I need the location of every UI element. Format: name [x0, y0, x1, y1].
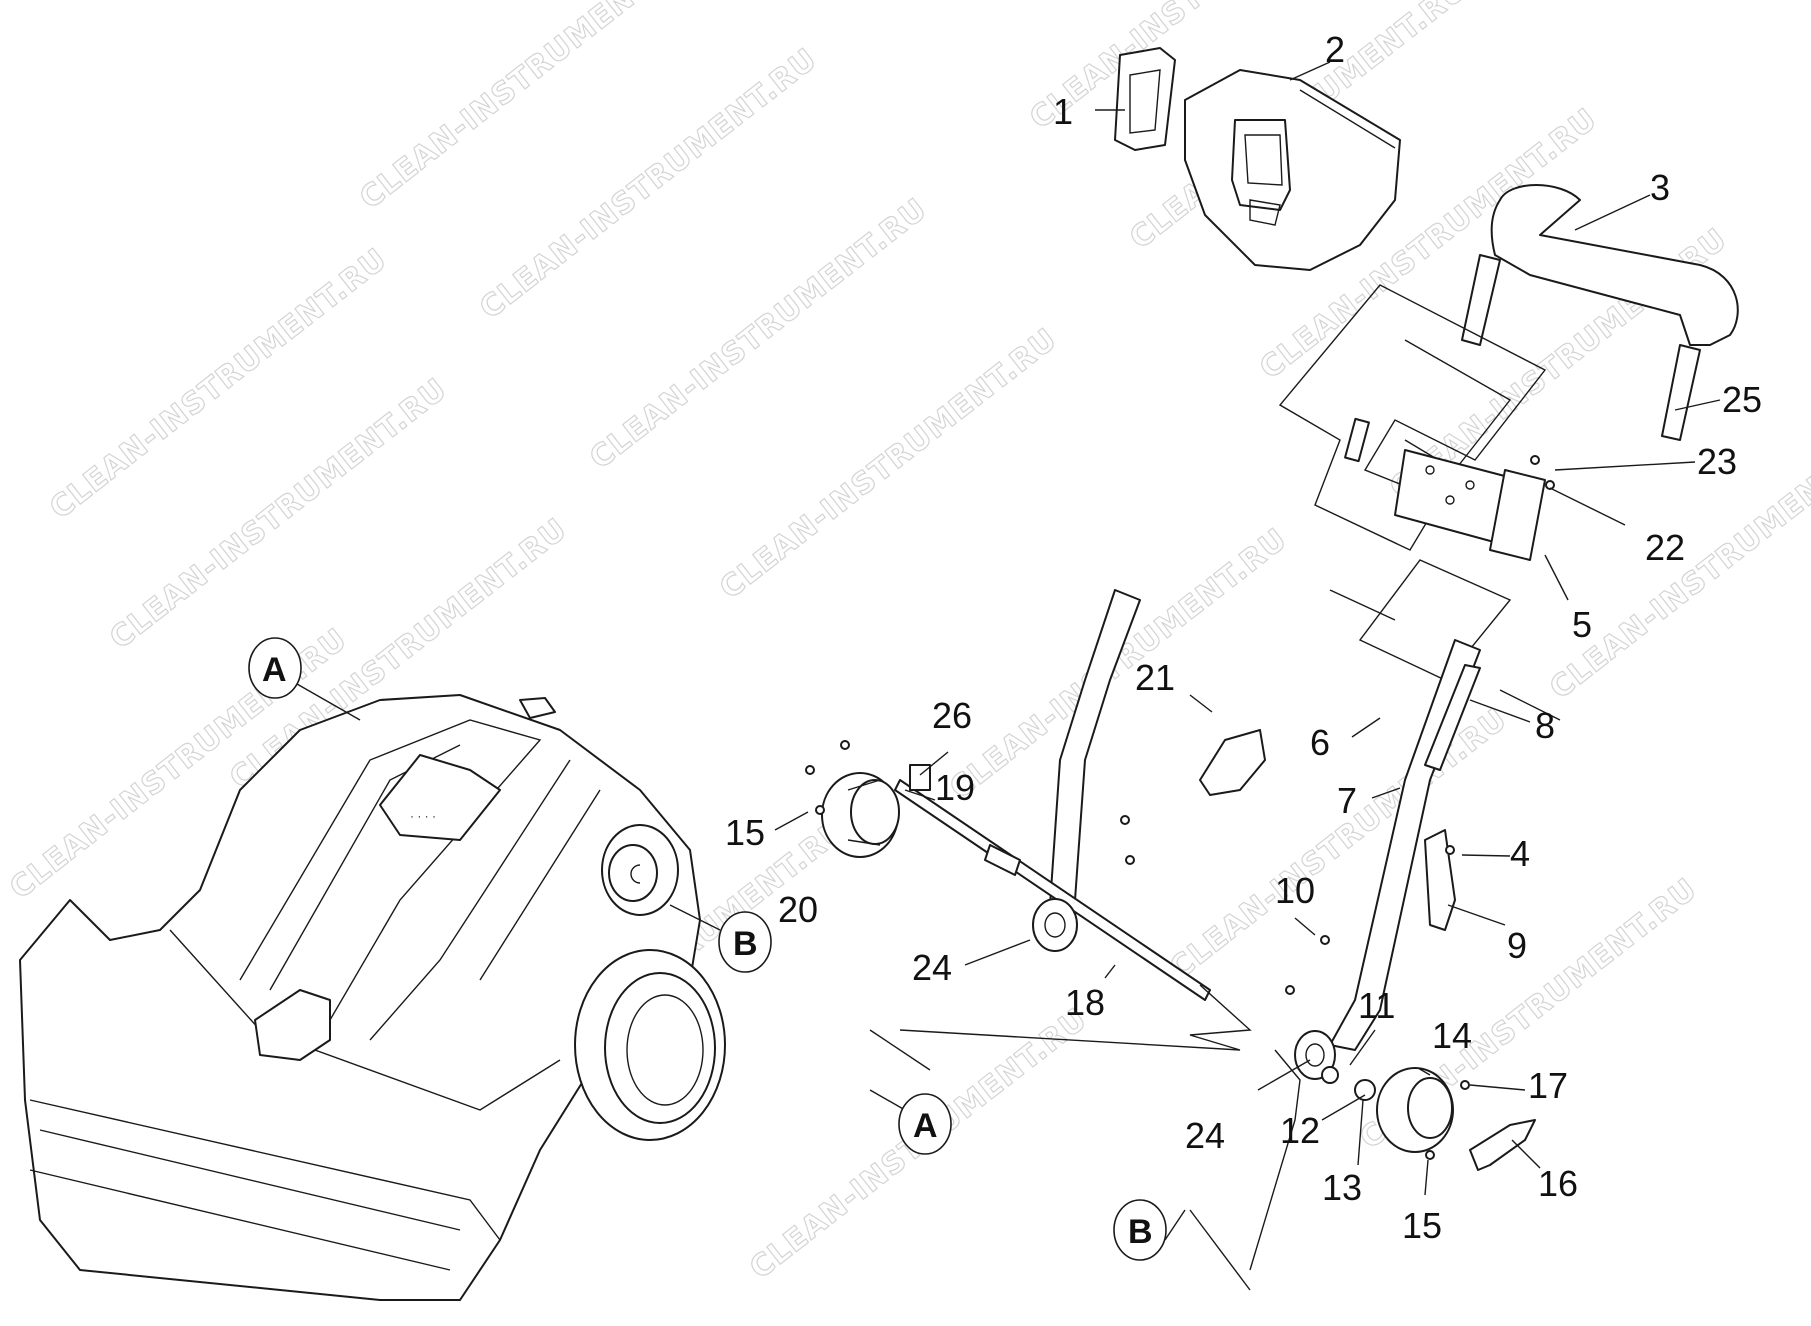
callout-22: 22: [1645, 527, 1685, 568]
section-ref-lines: [869, 984, 1301, 1291]
screws: [805, 455, 1555, 1160]
callout-24: 24: [1185, 1115, 1225, 1156]
bearing-left: [1032, 898, 1078, 952]
section-ref-a-bottom: A: [869, 1089, 952, 1155]
axle-shaft: [894, 779, 1211, 1001]
callout-19: 19: [935, 767, 975, 808]
callout-10: 10: [1275, 870, 1315, 911]
section-ref-b-bottom: B: [1113, 1199, 1186, 1261]
callout-leaders: [774, 61, 1721, 1196]
callout-14: 14: [1432, 1015, 1472, 1056]
callout-26: 26: [932, 695, 972, 736]
callout-9: 9: [1507, 925, 1527, 966]
callout-4: 4: [1510, 833, 1530, 874]
callout-20: 20: [778, 889, 818, 930]
callout-25: 25: [1722, 379, 1762, 420]
watermark: CLEAN-INSTRUMENT.RU: [713, 322, 1063, 607]
ref-letter-a: A: [913, 1107, 938, 1145]
mounting-bracket: [1344, 417, 1546, 561]
callout-15: 15: [725, 812, 765, 853]
callout-17: 17: [1528, 1065, 1568, 1106]
callout-7: 7: [1337, 780, 1357, 821]
callout-21: 21: [1135, 657, 1175, 698]
callout-6: 6: [1310, 722, 1330, 763]
callout-3: 3: [1650, 167, 1670, 208]
callout-23: 23: [1697, 441, 1737, 482]
section-ref-a-top: A: [248, 637, 361, 721]
handle-grip: [1461, 184, 1739, 441]
callout-8: 8: [1535, 705, 1555, 746]
right-wheel-hub: [1321, 1066, 1454, 1153]
callout-13: 13: [1322, 1167, 1362, 1208]
section-ref-b-mid: B: [669, 904, 772, 973]
bearing-right: [1294, 1030, 1336, 1080]
callout-11: 11: [1358, 985, 1395, 1026]
ref-letter-b: B: [733, 925, 758, 963]
callout-5: 5: [1572, 604, 1592, 645]
callout-labels: 1 2 3 25 23 22 5 21 26 6 8 19 7 15 4 20 …: [725, 29, 1762, 1246]
callout-15: 15: [1402, 1205, 1442, 1246]
machine-body: · · · ·: [19, 694, 726, 1301]
callout-1: 1: [1053, 91, 1073, 132]
control-head: [1184, 69, 1401, 271]
callout-2: 2: [1325, 29, 1345, 70]
callout-16: 16: [1538, 1163, 1578, 1204]
ref-letter-a: A: [262, 651, 287, 689]
callout-12: 12: [1280, 1110, 1320, 1151]
side-rails: [1199, 664, 1481, 931]
callout-24: 24: [912, 947, 952, 988]
ref-letter-b: B: [1128, 1213, 1153, 1251]
left-wheel-hub: [821, 772, 900, 858]
release-lever: [1469, 1119, 1536, 1171]
callout-18: 18: [1065, 982, 1105, 1023]
watermark: CLEAN-INSTRUMENT.RU: [583, 192, 933, 477]
watermark: CLEAN-INSTRUMENT.RU: [1163, 702, 1513, 987]
svg-text:· · · ·: · · · ·: [410, 809, 436, 823]
switch-cover: [1114, 47, 1176, 151]
